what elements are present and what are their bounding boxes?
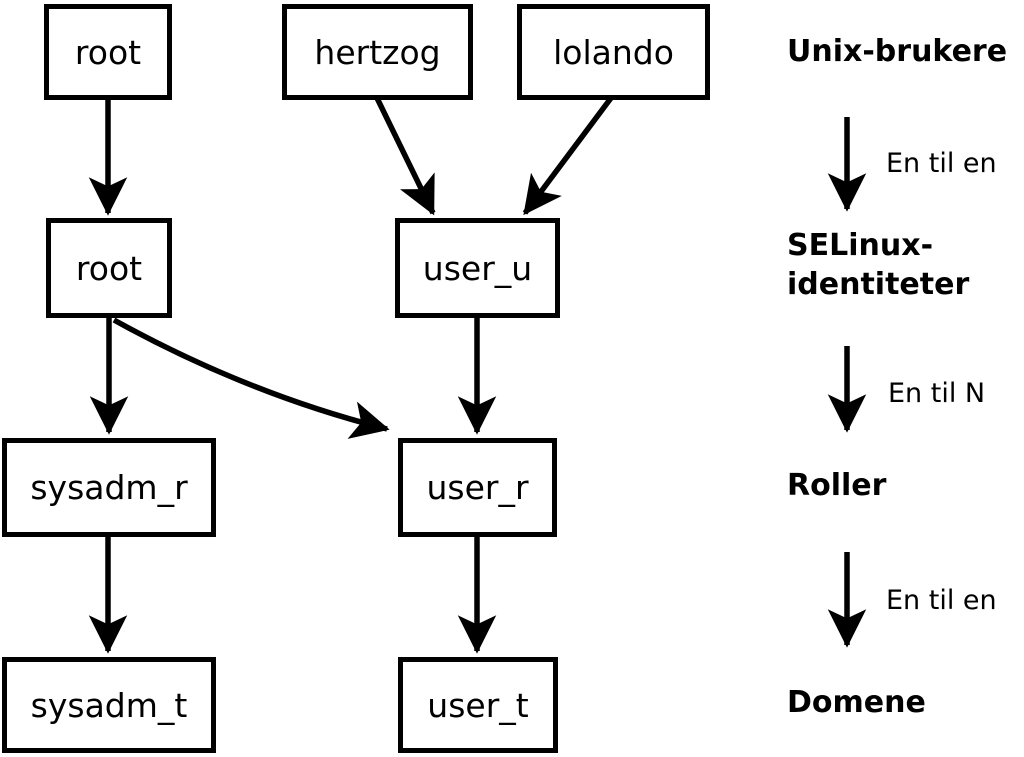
legend-level-domains: Domene (787, 685, 926, 720)
legend-level-roles: Roller (787, 468, 887, 503)
node-label: root (74, 32, 142, 72)
node-role-user-r: user_r (398, 438, 557, 537)
node-unix-user-hertzog: hertzog (282, 4, 473, 100)
node-label: sysadm_t (30, 685, 188, 725)
node-label: root (75, 248, 143, 288)
arrow-hertzog-to-user-u (374, 96, 436, 216)
node-label: user_t (427, 685, 529, 725)
node-domain-user-t: user_t (398, 657, 558, 753)
node-domain-sysadm-t: sysadm_t (2, 657, 216, 753)
node-selinux-identity-root: root (46, 218, 172, 318)
node-label: user_r (426, 468, 529, 507)
node-unix-user-lolando: lolando (517, 4, 710, 100)
arrow-selinuxroot-to-user-r (112, 317, 390, 439)
legend-relation-one-to-one-1: En til en (886, 148, 997, 179)
arrow-lolando-to-user-u (522, 96, 614, 216)
node-selinux-identity-user-u: user_u (395, 218, 560, 318)
node-label: hertzog (314, 32, 441, 72)
node-label: lolando (553, 32, 674, 72)
legend-relation-one-to-one-2: En til en (886, 585, 997, 616)
node-unix-user-root: root (44, 4, 172, 100)
legend-level-selinux-identities: SELinux-identiteter (787, 228, 970, 302)
node-label: user_u (422, 248, 533, 288)
node-role-sysadm-r: sysadm_r (2, 438, 216, 537)
legend-relation-one-to-n: En til N (888, 378, 986, 409)
legend-level-unix-users: Unix-brukere (787, 34, 1008, 69)
node-label: sysadm_r (30, 468, 188, 507)
